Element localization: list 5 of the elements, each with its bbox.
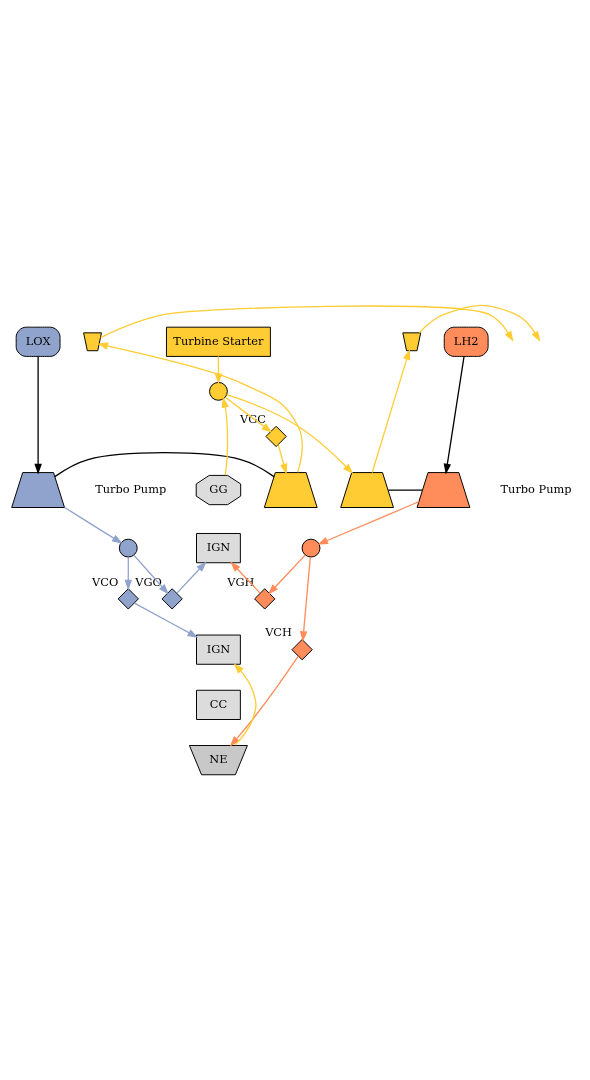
node-label: VCH [265, 625, 292, 640]
node-label: VGO [135, 574, 162, 589]
node-label: VCO [92, 574, 119, 589]
label: Turbo Pump [95, 482, 167, 497]
label: Turbo Pump [500, 482, 572, 497]
